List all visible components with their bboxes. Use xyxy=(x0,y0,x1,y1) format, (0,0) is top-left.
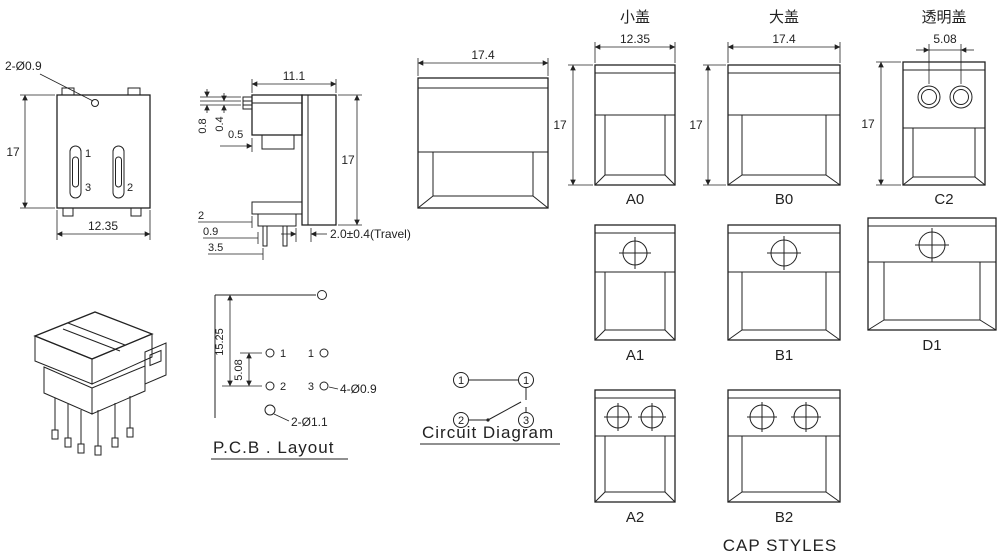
a0-height-dim: 17 xyxy=(553,118,567,132)
pcb-pad xyxy=(265,348,275,358)
terminal-label: 3 xyxy=(523,415,529,427)
iso-cap-top xyxy=(33,311,154,360)
header-large-cap: 大盖 xyxy=(769,9,799,26)
side-depth-dim: 11.1 xyxy=(283,69,306,83)
pin-label-2: 2 xyxy=(127,182,133,194)
c2-height-dim: 17 xyxy=(861,117,875,131)
side-row1-dim: 2 xyxy=(198,210,204,222)
pcb-pad-label-3: 3 xyxy=(308,381,314,393)
pcb-large-holes-label: 2-Ø1.1 xyxy=(291,415,328,429)
b0-height-dim: 17 xyxy=(689,118,703,132)
cap-b1: B1 xyxy=(727,224,841,364)
circuit-diagram: 1 1 2 3 Circuit Diagram xyxy=(420,372,560,445)
header-transparent-cap: 透明盖 xyxy=(921,9,966,26)
pcb-mount-hole-bottom xyxy=(264,404,276,416)
cap-styles-footer: CAP STYLES xyxy=(723,536,838,555)
cap-a0: 12.35 17 A0 xyxy=(553,32,676,208)
terminal-label: 2 xyxy=(458,415,464,427)
front-view: 2-Ø0.9 1 3 2 17 12.35 xyxy=(5,59,151,240)
c2-pitch-dim: 5.08 xyxy=(933,32,957,46)
b0-label: B0 xyxy=(775,191,793,208)
side-step2-dim: 0.4 xyxy=(214,116,226,131)
cap-front-view: 17.4 xyxy=(417,48,549,209)
side-view: 11.1 0.8 0.4 0.5 17 2 0.9 3.5 xyxy=(197,69,411,260)
switch-body-outline xyxy=(56,94,151,209)
b2-label: B2 xyxy=(775,509,793,526)
side-cap xyxy=(251,94,303,136)
isometric-view xyxy=(33,311,167,456)
cap-a1: A1 xyxy=(594,224,676,364)
travel-dim: 2.0±0.4(Travel) xyxy=(330,227,411,241)
a0-width-dim: 12.35 xyxy=(620,32,650,46)
c2-lens xyxy=(949,85,973,109)
iso-cap-right xyxy=(91,333,153,385)
side-body xyxy=(301,94,337,226)
mounting-hole xyxy=(91,99,99,107)
side-pin xyxy=(262,225,268,247)
side-height-dim: 17 xyxy=(341,153,355,167)
front-height-dim: 17 xyxy=(6,145,20,159)
circuit-terminal-1-right xyxy=(518,372,534,388)
contact-slot-left xyxy=(69,145,82,199)
a1-label: A1 xyxy=(626,347,644,364)
side-step1-dim: 0.8 xyxy=(197,118,209,133)
cap-styles: 小盖 大盖 透明盖 12.35 17 A0 xyxy=(553,9,997,555)
pcb-vertical-dim: 15.25 xyxy=(214,328,226,356)
cap-b2: B2 xyxy=(727,389,841,526)
cap-outline xyxy=(417,77,549,209)
side-pin xyxy=(282,225,288,247)
c2-lens xyxy=(917,85,941,109)
pcb-pad xyxy=(319,381,329,391)
front-view-dims: 17 12.35 xyxy=(6,94,151,240)
side-plunger xyxy=(261,134,295,150)
pcb-pad xyxy=(265,381,275,391)
cap-width-dim: 17.4 xyxy=(471,48,495,62)
a2-label: A2 xyxy=(626,509,644,526)
pcb-pad-label-2: 2 xyxy=(280,381,286,393)
pcb-pad-label-1r: 1 xyxy=(308,348,314,360)
iso-bracket xyxy=(144,342,167,385)
d1-label: D1 xyxy=(922,337,941,354)
b1-label: B1 xyxy=(775,347,793,364)
b0-width-dim: 17.4 xyxy=(772,32,796,46)
cap-d1: D1 xyxy=(867,217,997,354)
pcb-mount-hole-top xyxy=(317,290,327,300)
cap-a2: A2 xyxy=(594,389,676,526)
cap-b0: 17.4 17 B0 xyxy=(689,32,841,208)
terminal-label: 1 xyxy=(523,375,529,387)
pin-label-1: 1 xyxy=(85,148,91,160)
side-gap-dim: 0.5 xyxy=(228,129,243,141)
circuit-terminal-2 xyxy=(453,412,469,428)
iso-body-right xyxy=(91,365,146,415)
side-row3-dim: 3.5 xyxy=(208,242,223,254)
pin-label-3: 3 xyxy=(85,182,91,194)
pcb-pad-label-1l: 1 xyxy=(280,348,286,360)
iso-pins xyxy=(51,396,134,456)
pcb-layout-title: P.C.B . Layout xyxy=(213,438,334,457)
circuit-terminal-1-left xyxy=(453,372,469,388)
c2-label: C2 xyxy=(934,191,953,208)
terminal-label: 1 xyxy=(458,375,464,387)
circuit-terminal-3 xyxy=(518,412,534,428)
side-view-dims: 11.1 0.8 0.4 0.5 17 2 0.9 3.5 xyxy=(197,69,411,260)
pcb-pitch-dim: 5.08 xyxy=(233,359,245,380)
pcb-layout: 15.25 5.08 1 2 1 3 4-Ø0.9 2-Ø1.1 P.C.B .… xyxy=(211,290,377,460)
pcb-small-holes-label: 4-Ø0.9 xyxy=(340,382,377,396)
pcb-pad xyxy=(319,348,329,358)
a0-label: A0 xyxy=(626,191,644,208)
side-row2-dim: 0.9 xyxy=(203,226,218,238)
hole-dim-label: 2-Ø0.9 xyxy=(5,59,42,73)
front-width-dim: 12.35 xyxy=(88,219,118,233)
contact-slot-right xyxy=(112,145,125,199)
switch-blade xyxy=(487,401,522,421)
cap-c2: 5.08 17 C2 xyxy=(861,32,986,208)
circuit-diagram-title: Circuit Diagram xyxy=(422,423,554,442)
header-small-cap: 小盖 xyxy=(620,9,650,26)
